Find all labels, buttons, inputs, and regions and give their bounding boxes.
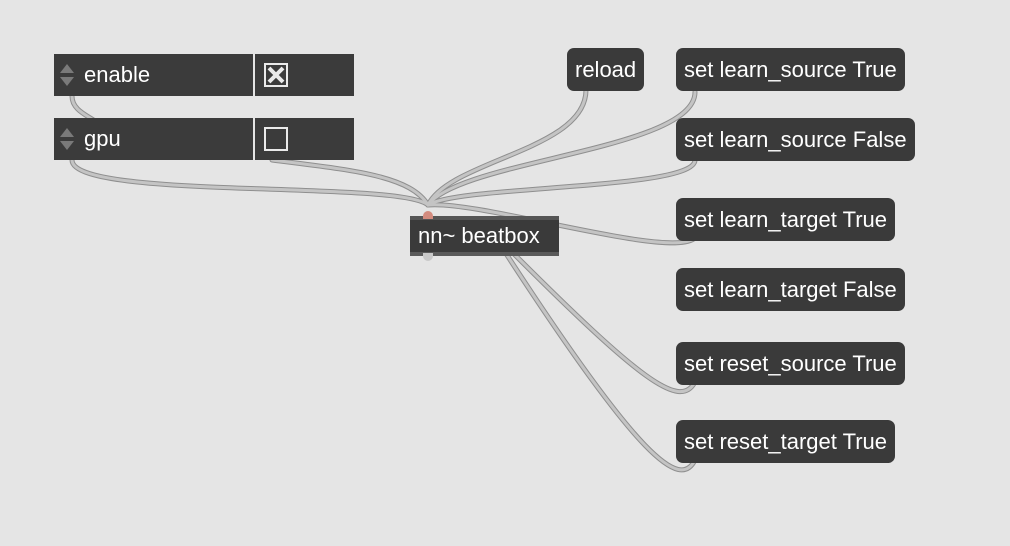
object-bottom-border xyxy=(410,252,559,256)
message-set-reset-target-true[interactable]: set reset_target True xyxy=(676,420,895,463)
arrow-down-icon xyxy=(60,141,74,150)
attrui-gpu-label: gpu xyxy=(84,126,121,151)
up-down-arrows-icon[interactable] xyxy=(60,126,74,154)
arrow-up-icon xyxy=(60,64,74,73)
attrui-gpu-value[interactable] xyxy=(255,118,354,160)
attrui-enable-value[interactable] xyxy=(255,54,354,96)
outlet-port[interactable] xyxy=(423,253,433,261)
gpu-checkbox[interactable] xyxy=(264,127,288,151)
message-set-learn-target-true[interactable]: set learn_target True xyxy=(676,198,896,241)
message-set-learn-target-false[interactable]: set learn_target False xyxy=(676,268,905,311)
object-nn-beatbox[interactable]: nn~ beatbox xyxy=(410,211,559,261)
attrui-gpu-name[interactable]: gpu xyxy=(54,118,253,160)
attrui-enable-name[interactable]: enable xyxy=(54,54,253,96)
message-set-learn-source-true[interactable]: set learn_source True xyxy=(676,48,905,91)
arrow-up-icon xyxy=(60,128,74,137)
message-set-learn-source-false[interactable]: set learn_source False xyxy=(676,118,915,161)
message-reload[interactable]: reload xyxy=(567,48,645,91)
inlet-port[interactable] xyxy=(423,211,433,219)
checkmark-x-icon xyxy=(267,66,285,84)
up-down-arrows-icon[interactable] xyxy=(60,62,74,90)
divider xyxy=(253,118,255,160)
divider xyxy=(253,54,255,96)
enable-checkbox[interactable] xyxy=(264,63,288,87)
attrui-enable[interactable]: enable xyxy=(54,54,354,96)
attrui-enable-label: enable xyxy=(84,62,151,87)
attrui-gpu[interactable]: gpu xyxy=(54,118,354,160)
object-label: nn~ beatbox xyxy=(418,223,540,248)
object-top-border xyxy=(410,216,559,220)
arrow-down-icon xyxy=(60,77,74,86)
message-set-reset-source-true[interactable]: set reset_source True xyxy=(676,342,905,385)
